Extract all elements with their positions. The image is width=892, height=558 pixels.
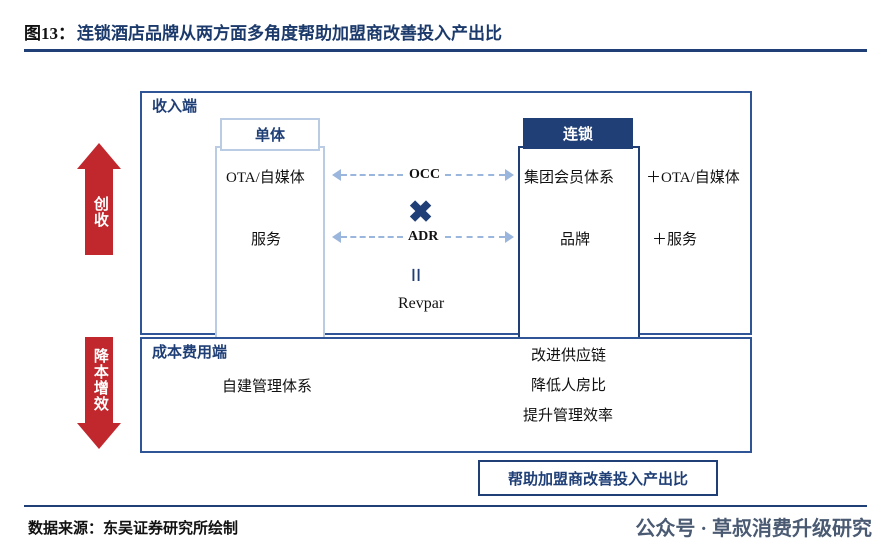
chain-row-member: 集团会员体系	[524, 170, 615, 186]
arrow-cost-label: 降本增效	[91, 348, 108, 412]
figure-header: 图13： 连锁酒店品牌从两方面多角度帮助加盟商改善投入产出比	[24, 16, 832, 46]
occ-connector	[332, 168, 514, 182]
page-title: 连锁酒店品牌从两方面多角度帮助加盟商改善投入产出比	[77, 23, 502, 43]
footer-divider	[24, 505, 867, 507]
single-row-service: 服务	[251, 232, 282, 248]
chain-row-brand: 品牌	[560, 232, 591, 248]
source-note: 数据来源：东吴证券研究所绘制	[28, 521, 239, 537]
revenue-note-ota: ＋OTA/自媒体	[646, 170, 740, 186]
occ-arrow-left-icon	[332, 169, 341, 181]
single-row-ota: OTA/自媒体	[226, 170, 305, 186]
arrow-up-icon	[77, 143, 121, 169]
equals-icon: =	[401, 267, 431, 283]
arrow-cost: 降本增效	[77, 337, 121, 449]
cost-panel	[140, 337, 752, 453]
arrow-revenue-label: 创收	[91, 196, 108, 228]
arrow-revenue-stem: 创收	[85, 169, 113, 255]
chain-head: 连锁	[523, 118, 633, 149]
adr-label: ADR	[404, 229, 443, 245]
single-head: 单体	[220, 118, 320, 151]
cost-chain-row-3: 提升管理效率	[523, 408, 614, 424]
arrow-revenue: 创收	[77, 143, 121, 255]
occ-arrow-right-icon	[505, 169, 514, 181]
adr-line-left	[341, 236, 403, 238]
occ-line-left	[341, 174, 403, 176]
occ-line-right	[445, 174, 505, 176]
summary-banner: 帮助加盟商改善投入产出比	[478, 460, 718, 496]
cost-panel-title: 成本费用端	[152, 345, 228, 361]
multiply-icon: ✖	[408, 196, 434, 229]
adr-arrow-right-icon	[505, 231, 514, 243]
revenue-panel-title: 收入端	[152, 99, 198, 115]
cost-chain-row-1: 改进供应链	[531, 348, 607, 364]
adr-arrow-left-icon	[332, 231, 341, 243]
watermark: 公众号 · 草叔消费升级研究	[635, 518, 872, 540]
figure-label: 图13：	[24, 23, 75, 43]
arrow-down-icon	[77, 423, 121, 449]
revenue-note-service: ＋服务	[652, 232, 698, 248]
cost-single-text: 自建管理体系	[222, 379, 313, 395]
occ-label: OCC	[405, 167, 445, 183]
adr-connector	[332, 230, 514, 244]
revpar-label: Revpar	[398, 295, 445, 312]
cost-chain-row-2: 降低人房比	[531, 378, 607, 394]
adr-line-right	[445, 236, 505, 238]
header-divider	[24, 49, 867, 52]
arrow-cost-stem: 降本增效	[85, 337, 113, 423]
